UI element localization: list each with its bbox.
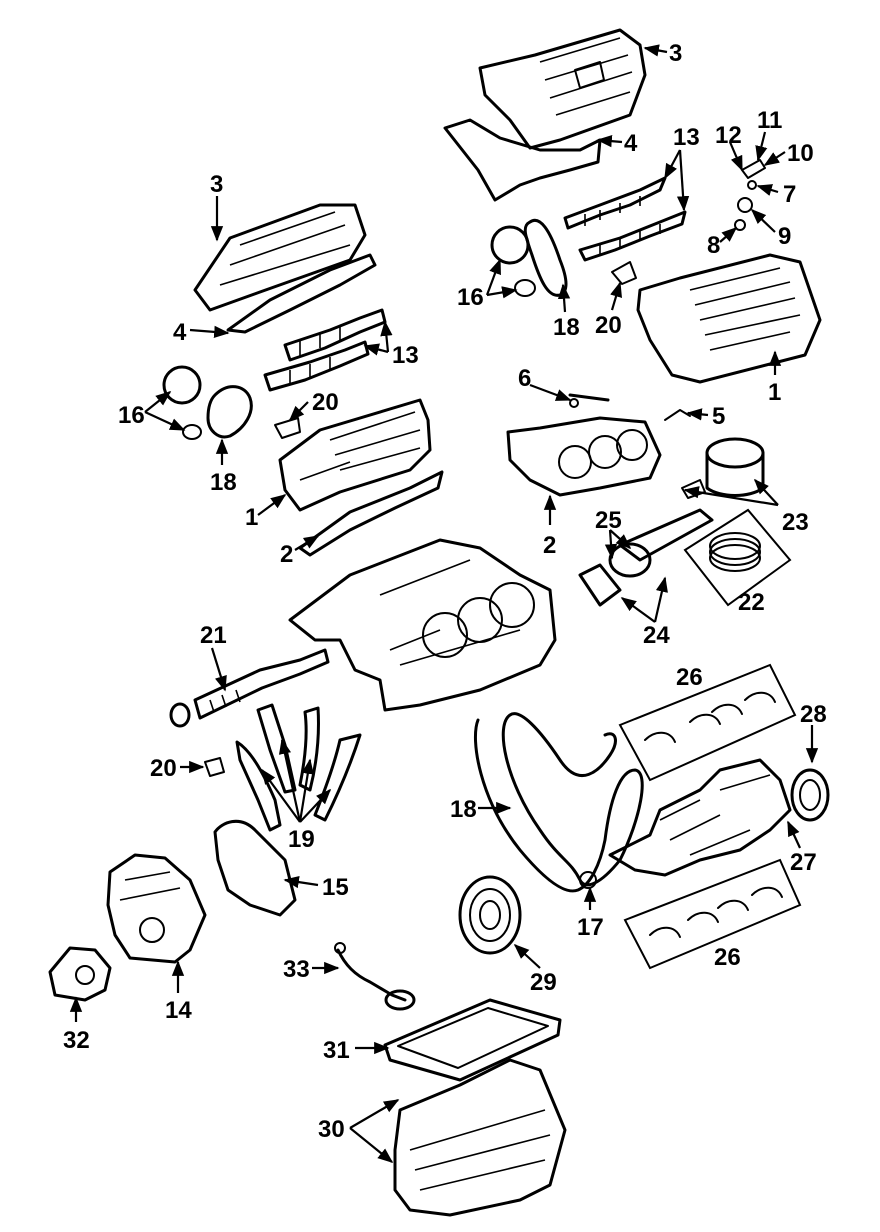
timing-chain-main (473, 712, 644, 893)
timing-chain-left (206, 385, 253, 439)
callout-bearings-lower: 26 (714, 944, 741, 971)
callout-8: 8 (707, 232, 720, 259)
callout-bearings-upper: 26 (676, 664, 703, 691)
valve-parts-right (734, 159, 766, 231)
callout-piston-rings: 22 (738, 589, 765, 616)
callout-chain-right: 18 (553, 314, 580, 341)
oil-pickup (334, 942, 416, 1011)
dowel (664, 409, 691, 421)
valve-cover-gasket-right (443, 118, 602, 202)
sprocket-left (162, 365, 202, 440)
valve-cover-right (478, 28, 647, 150)
callout-labels: 3 4 13 12 11 10 7 8 9 16 18 20 1 3 4 13 … (63, 40, 827, 1143)
callout-gasket-right: 4 (624, 130, 638, 157)
cylinder-head-right (636, 253, 822, 384)
callout-oil-pump: 32 (63, 1027, 90, 1054)
callout-camshaft-left: 13 (392, 342, 419, 369)
callout-connecting-rod: 24 (643, 622, 670, 649)
camshafts-left (263, 308, 387, 392)
valve-cover-left (193, 203, 367, 312)
callout-oil-pan-gasket: 31 (323, 1037, 350, 1064)
callout-balance-shaft: 21 (200, 622, 227, 649)
callout-chain-left: 18 (210, 469, 237, 496)
callout-chain-guides: 19 (288, 826, 315, 853)
timing-chain-right (523, 218, 568, 297)
callout-bracket-right: 20 (595, 312, 622, 339)
callout-rear-seal: 28 (800, 701, 827, 728)
callout-gasket-left: 4 (173, 319, 187, 346)
callout-dowel: 5 (712, 403, 725, 430)
callout-head-gasket-right: 2 (543, 532, 556, 559)
callout-valve-cover-right: 3 (669, 40, 682, 67)
callout-10: 10 (787, 140, 814, 167)
callout-sprocket-left: 16 (118, 402, 145, 429)
callout-oil-pan: 30 (318, 1116, 345, 1143)
callout-front-cover: 14 (165, 997, 192, 1024)
front-cover (106, 853, 207, 964)
callout-camshaft-right: 13 (673, 124, 700, 151)
callout-piston: 23 (782, 509, 809, 536)
camshafts-right (563, 176, 687, 262)
valve-cover-gasket-left (226, 253, 377, 334)
callout-9: 9 (778, 223, 791, 250)
piston-rings-box (683, 508, 792, 607)
main-bearings-lower-box (623, 858, 802, 970)
callout-head-bolt: 6 (518, 365, 531, 392)
bracket-right (611, 261, 637, 285)
balance-shaft (169, 648, 330, 728)
callout-head-gasket-left: 2 (280, 541, 293, 568)
leader-lines (69, 44, 819, 1163)
oil-pump (48, 946, 112, 1002)
tensioner-left (204, 757, 225, 777)
crankshaft (608, 758, 792, 877)
callout-valve-cover-left: 3 (210, 171, 223, 198)
callout-11: 11 (757, 107, 782, 134)
engine-block (288, 538, 557, 712)
head-gasket-left (298, 470, 444, 557)
callout-front-cover-gasket: 15 (322, 874, 349, 901)
head-gasket-right (506, 416, 662, 497)
callout-oil-pickup: 33 (283, 956, 310, 983)
callout-12: 12 (715, 122, 742, 149)
callout-crankshaft: 27 (790, 849, 817, 876)
oil-pan (393, 1058, 567, 1217)
callout-bracket-left: 20 (312, 389, 339, 416)
cylinder-head-left (278, 398, 432, 512)
callout-7: 7 (783, 181, 796, 208)
head-bolt (568, 393, 610, 408)
piston (681, 437, 765, 499)
damper-pulley (458, 875, 522, 955)
callout-tensioner: 20 (150, 755, 177, 782)
callout-bearing-rod: 25 (595, 507, 622, 534)
callout-timing-chain: 18 (450, 796, 477, 823)
callout-crank-sprocket: 17 (577, 914, 604, 941)
oil-pan-gasket (383, 998, 562, 1082)
callout-damper: 29 (530, 969, 557, 996)
rear-seal (790, 768, 830, 822)
front-cover-gasket (213, 819, 297, 917)
callout-head-left: 1 (245, 504, 258, 531)
callout-sprocket-right: 16 (457, 284, 484, 311)
main-bearings-upper-box (618, 663, 797, 782)
bracket-left (274, 417, 301, 439)
callout-head-right: 1 (768, 379, 781, 406)
